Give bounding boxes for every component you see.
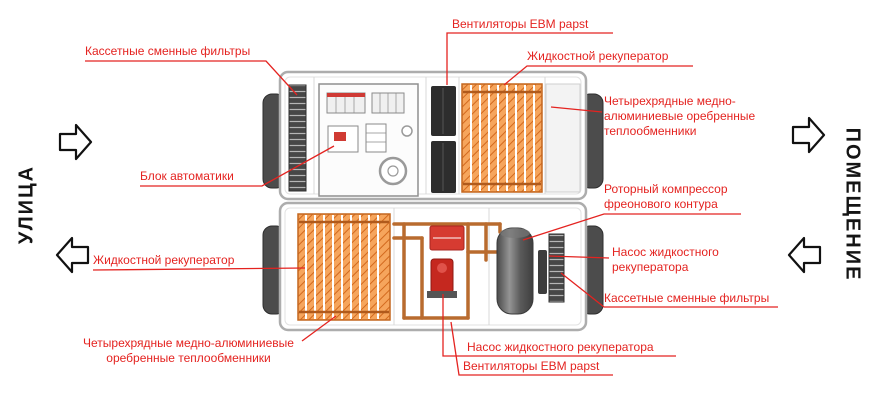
leader-recuperator-left — [92, 267, 306, 271]
top-right-panel — [545, 83, 581, 193]
label-fans-bottom: Вентиляторы EBM papst — [463, 359, 600, 373]
airflow-arrow-street-out-icon — [55, 236, 90, 274]
label-line: Роторный компрессор — [604, 182, 728, 196]
airflow-arrows — [55, 116, 826, 274]
leader-lines — [85, 32, 778, 376]
leader-compressor — [522, 213, 741, 241]
label-line: рекуператора — [612, 260, 689, 274]
label-cassette-filters-top: Кассетные сменные фильтры — [85, 44, 251, 58]
label-heat-exchangers-bottom: Четырехрядные медно-алюминиевые оребренн… — [66, 336, 311, 366]
label-recuperator-pump-right: Насос жидкостного рекуператора — [612, 245, 719, 275]
label-line: Четырехрядные медно- — [604, 94, 736, 108]
leader-fans-bottom — [450, 321, 613, 376]
airflow-arrow-street-in-icon — [58, 123, 93, 161]
label-fans-top: Вентиляторы EBM papst — [452, 17, 589, 31]
heat-exchanger-top-icon — [461, 83, 543, 193]
label-rotary-compressor: Роторный компрессор фреонового контура — [604, 182, 728, 212]
label-recuperator-left: Жидкостной рекуператор — [93, 253, 235, 267]
cassette-filter-top-icon — [288, 84, 307, 192]
recuperator-pump-icon — [427, 258, 457, 298]
leader-hx-right — [550, 106, 603, 113]
leader-pump-right — [548, 255, 610, 259]
rotary-compressor-icon — [496, 227, 534, 315]
label-line: Четырехрядные медно-алюминиевые — [83, 336, 294, 350]
label-automation-box: Блок автоматики — [140, 169, 234, 183]
copper-pipes-icon — [392, 222, 502, 320]
label-line: оребренные теплообменники — [106, 351, 271, 365]
label-recuperator-pump-bottom: Насос жидкостного рекуператора — [467, 340, 654, 354]
label-recuperator-top: Жидкостной рекуператор — [527, 49, 669, 63]
label-line: Насос жидкостного — [612, 245, 719, 259]
leader-recuperator-top — [503, 65, 693, 86]
small-pump-unit-icon — [538, 250, 547, 294]
top-module — [278, 70, 588, 201]
automation-box-icon — [318, 83, 419, 197]
airflow-arrow-room-in-icon — [791, 116, 826, 154]
valve-block-icon — [429, 225, 465, 251]
leader-pump-bottom — [442, 294, 676, 357]
label-line: фреонового контура — [604, 197, 718, 211]
bottom-module — [278, 201, 588, 332]
leader-fans-top — [446, 32, 613, 85]
leader-automation — [140, 145, 335, 187]
leader-filters-top — [85, 60, 298, 96]
label-heat-exchangers-right: Четырехрядные медно- алюминиевые оребрен… — [604, 94, 755, 139]
label-line: алюминиевые оребренные — [604, 109, 756, 123]
cassette-filter-bottom-icon — [548, 233, 565, 303]
label-line: теплообменники — [604, 124, 697, 138]
street-side-label: УЛИЦА — [15, 164, 38, 245]
heat-exchanger-bottom-icon — [297, 213, 391, 321]
fans-top-icon — [431, 86, 456, 193]
label-cassette-filters-right: Кассетные сменные фильтры — [604, 291, 770, 305]
leader-filters-right — [560, 272, 778, 308]
room-side-label: ПОМЕЩЕНИЕ — [841, 127, 864, 282]
leader-hx-bottom — [301, 315, 337, 342]
airflow-arrow-room-out-icon — [787, 236, 822, 274]
